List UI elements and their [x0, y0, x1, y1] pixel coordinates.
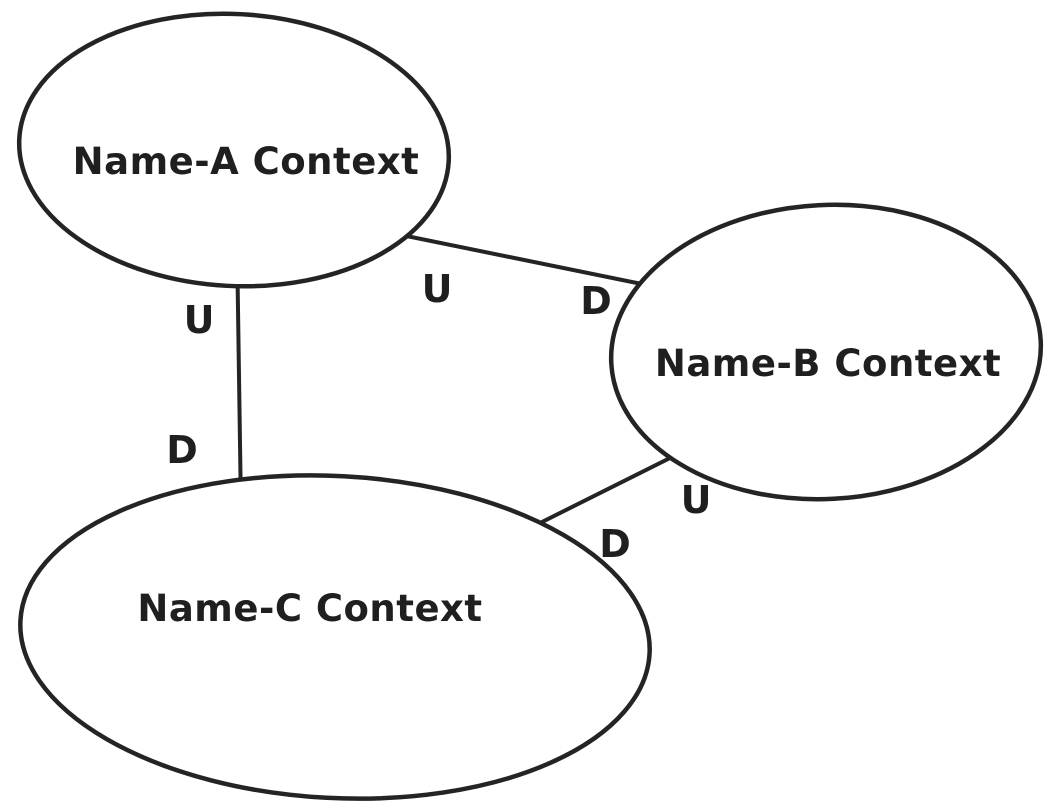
context-a-node: [16, 11, 452, 289]
context-a-label: Name-A Context: [73, 140, 420, 183]
edge-a-to-b-downstream-label: D: [580, 279, 612, 323]
edge-a-to-b-upstream-label: U: [422, 267, 453, 311]
edge-b-to-c-upstream-label: U: [681, 478, 712, 522]
context-b-node: [608, 202, 1044, 502]
context-b-label: Name-B Context: [655, 342, 1001, 385]
context-c-node: [18, 473, 652, 801]
context-c-label: Name-C Context: [137, 587, 482, 630]
edge-a-to-c-downstream-label: D: [166, 428, 198, 472]
edge-b-to-c-downstream-label: D: [599, 522, 631, 566]
edge-a-to-c-upstream-label: U: [184, 298, 215, 342]
edge-a-to-b-line: [375, 228, 688, 295]
